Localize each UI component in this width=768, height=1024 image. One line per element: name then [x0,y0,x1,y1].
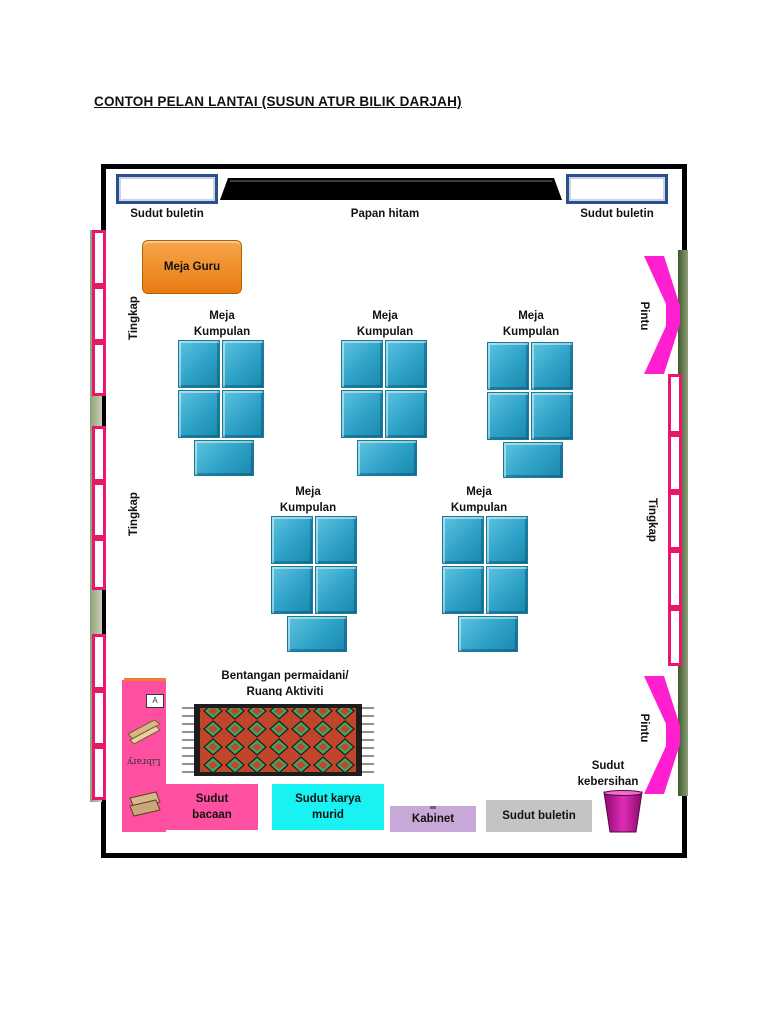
student-desk [341,390,383,438]
door-label-bottom: Pintu [638,713,650,743]
books-icon-2 [129,791,161,817]
bulletin-board-left [116,174,218,204]
student-desk [385,340,427,388]
student-desk [442,516,484,564]
group-desk-1 [178,340,264,476]
library-sign-icon: A [146,694,164,708]
student-desk [315,566,357,614]
left-window-3 [92,634,106,800]
carpet-icon [182,704,374,776]
group-desk-3 [487,342,573,478]
carpet-label: Bentangan permaidani/ Ruang Aktiviti [221,670,349,696]
desk-bench [194,440,254,476]
blackboard [220,178,562,200]
desk-bench [458,616,518,652]
teacher-desk: Meja Guru [142,240,242,294]
window-label-left-2: Tingkap [128,492,140,536]
door-bottom [644,676,680,794]
student-desk [271,516,313,564]
right-wall-strip [678,250,688,796]
teacher-desk-label: Meja Guru [163,261,221,273]
student-desk [178,390,220,438]
page-title: CONTOH PELAN LANTAI (SUSUN ATUR BILIK DA… [94,94,462,109]
student-desk [178,340,220,388]
student-desk [486,516,528,564]
bulletin-right-label: Sudut buletin [580,208,654,220]
student-desk [531,392,573,440]
student-desk [531,342,573,390]
window-label-right: Tingkap [646,498,658,542]
bulletin-bottom: Sudut buletin [486,800,592,832]
bulletin-board-right [566,174,668,204]
student-desk [486,566,528,614]
left-window-1 [92,230,106,396]
left-window-2 [92,426,106,590]
desk-bench [357,440,417,476]
door-label-top: Pintu [638,301,650,331]
desk-bench [503,442,563,478]
door-top [644,256,680,374]
trash-bin-icon [603,790,643,833]
student-desk [341,340,383,388]
student-desk [442,566,484,614]
right-window [668,374,682,666]
cabinet: Kabinet [390,806,476,832]
bulletin-left-label: Sudut buletin [130,208,204,220]
student-desk [487,342,529,390]
books-icon [127,719,161,745]
student-desk [222,340,264,388]
group-desk-2 [341,340,427,476]
cabinet-handle [430,806,436,809]
student-desk [271,566,313,614]
group-desk-5 [442,516,528,652]
student-desk [315,516,357,564]
student-desk [487,392,529,440]
group-desk-4 [271,516,357,652]
window-label-left-1: Tingkap [128,296,140,340]
library-shelf-top [124,678,166,681]
blackboard-label: Papan hitam [350,208,420,220]
student-desk [385,390,427,438]
library-sign-text: Library [127,756,161,766]
student-desk [222,390,264,438]
desk-bench [287,616,347,652]
cleanliness-label: Sudut kebersihan [577,760,639,788]
